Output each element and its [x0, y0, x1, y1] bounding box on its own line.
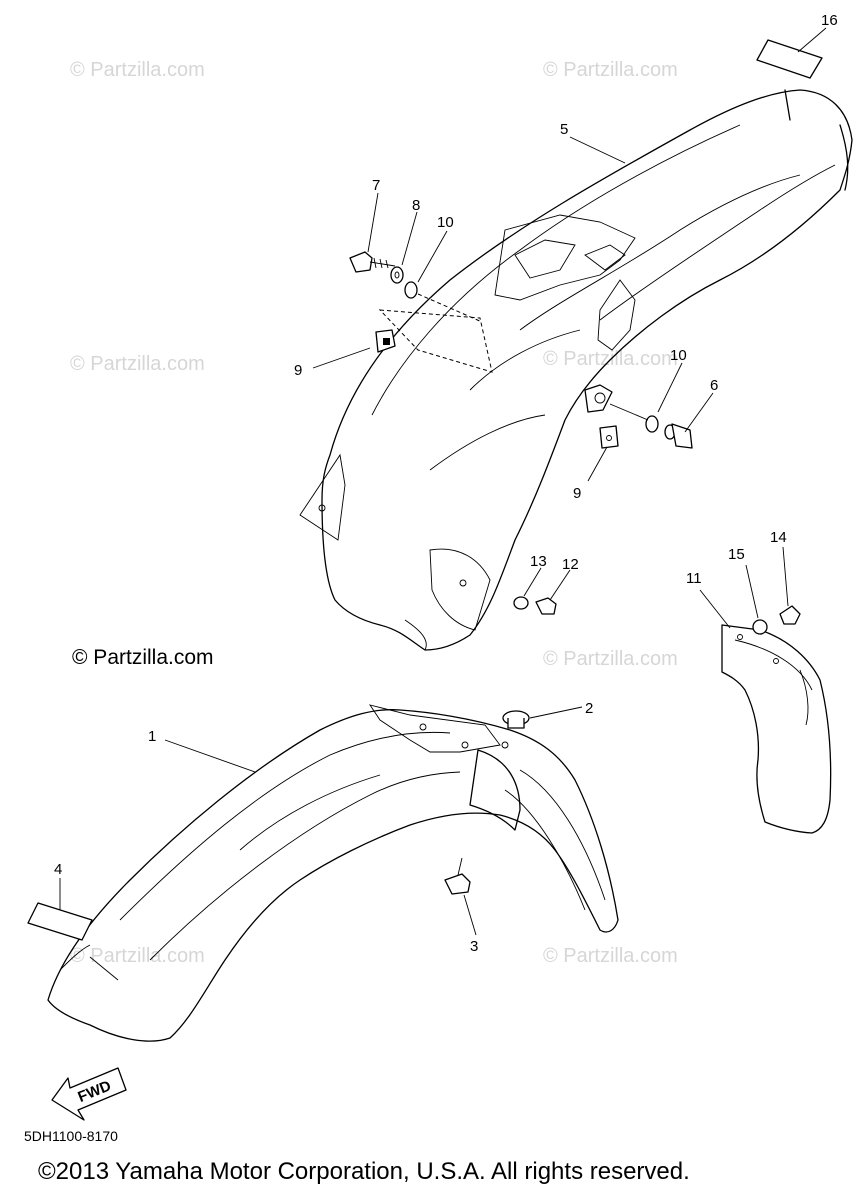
callout-labels: 16 5 7 8 10 9 10 6 9 13 12 11 15 14 2 1 …: [54, 12, 838, 1106]
front-fender-drawing: [47, 704, 619, 1042]
callout-6: 6: [710, 377, 718, 394]
callout-9: 9: [294, 362, 302, 379]
callout-9: 9: [573, 485, 581, 502]
callout-11: 11: [686, 570, 702, 587]
callout-15: 15: [728, 546, 745, 563]
callout-2: 2: [585, 700, 593, 717]
watermark-group: © Partzilla.com © Partzilla.com © Partzi…: [70, 59, 678, 967]
watermark: © Partzilla.com: [70, 59, 205, 81]
callout-10: 10: [437, 214, 454, 231]
callout-3: 3: [470, 938, 478, 955]
watermark: © Partzilla.com: [543, 59, 678, 81]
callout-7: 7: [372, 177, 380, 194]
callout-1: 1: [148, 728, 156, 745]
fwd-arrow-icon: [51, 1067, 127, 1121]
partzilla-watermark: © Partzilla.com: [72, 646, 214, 669]
watermark: © Partzilla.com: [543, 648, 678, 670]
decal-16-drawing: [756, 39, 823, 79]
callout-8: 8: [412, 197, 420, 214]
copyright-notice: ©2013 Yamaha Motor Corporation, U.S.A. A…: [38, 1158, 690, 1185]
mud-flap-drawing: [721, 624, 832, 834]
callout-14: 14: [770, 529, 787, 546]
callout-16: 16: [821, 12, 838, 29]
rear-fender-drawing: [299, 89, 853, 651]
diagram-part-number: 5DH1100-8170: [24, 1128, 118, 1144]
watermark: © Partzilla.com: [70, 353, 205, 375]
callout-12: 12: [562, 556, 579, 573]
callout-4: 4: [54, 861, 62, 878]
callout-13: 13: [530, 553, 547, 570]
callout-5: 5: [560, 121, 568, 138]
watermark: © Partzilla.com: [70, 945, 205, 967]
watermark: © Partzilla.com: [543, 945, 678, 967]
leader-lines: [59, 27, 827, 981]
fasteners: [51, 251, 801, 1121]
callout-10: 10: [670, 347, 687, 364]
decal-4-drawing: [27, 902, 93, 941]
